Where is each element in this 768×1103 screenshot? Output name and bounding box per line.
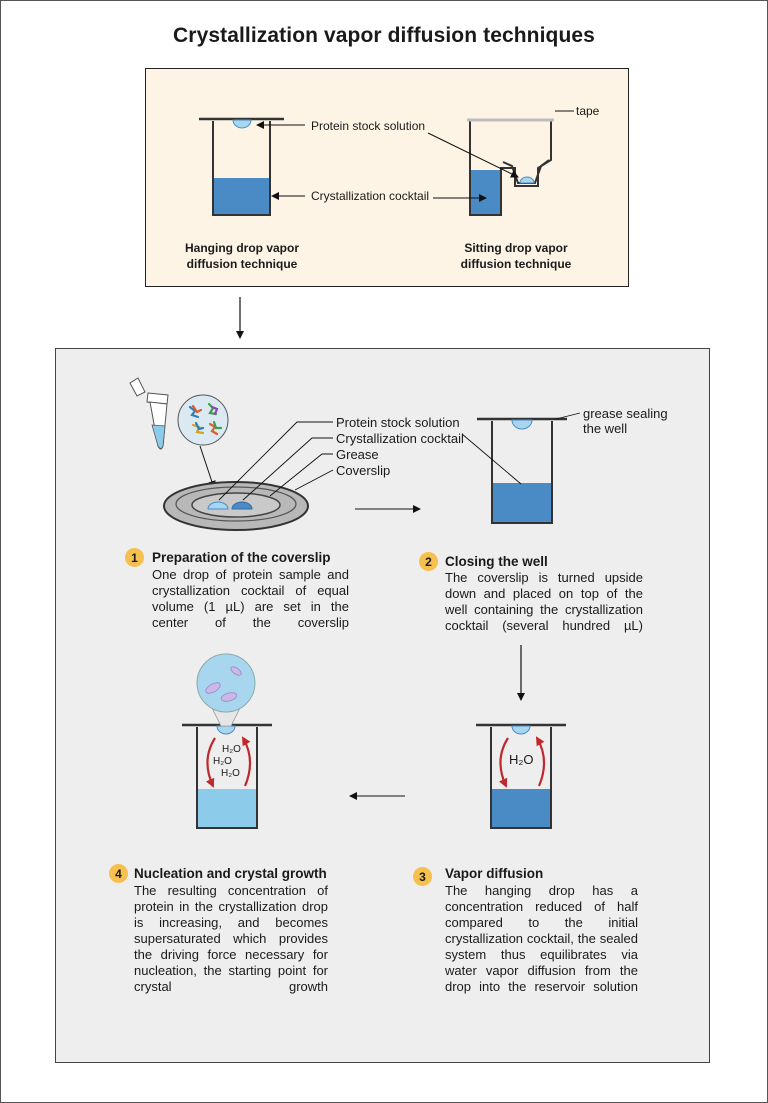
step1-label-cocktail: Crystallization cocktail: [336, 431, 464, 446]
hanging-drop-well-icon: [199, 117, 284, 216]
step1-label-coverslip: Coverslip: [336, 463, 391, 478]
step1-badge: 1: [125, 548, 144, 567]
label-protein-stock-solution: Protein stock solution: [311, 119, 426, 133]
step2-body: The coverslip is turned upside down and …: [445, 570, 643, 633]
nucleation-well-icon: [182, 723, 272, 829]
procedure-panel: [55, 348, 710, 1063]
vapor-diffusion-well-icon: [476, 723, 566, 829]
step4-h2o-label-2: H₂O: [213, 756, 232, 767]
step3-h2o-label: H₂O: [509, 752, 534, 767]
step4-body: The resulting concentration of protein i…: [134, 883, 328, 994]
step3-heading: Vapor diffusion: [445, 866, 544, 881]
step1-label-grease: Grease: [336, 447, 379, 462]
label-crystallization-cocktail: Crystallization cocktail: [311, 189, 430, 203]
caption-hanging-drop: Hanging drop vapor diffusion technique: [185, 241, 299, 271]
step3-body: The hanging drop has a concentration red…: [445, 883, 638, 994]
crystal-magnifier-icon: [196, 653, 256, 727]
page-title: Crystallization vapor diffusion techniqu…: [173, 24, 595, 47]
step4-h2o-label-3: H₂O: [221, 768, 240, 779]
techniques-overview-panel: [145, 68, 629, 287]
protein-magnifier-icon: [177, 394, 229, 446]
sitting-drop-well-icon: [467, 118, 554, 216]
step2-heading: Closing the well: [445, 554, 548, 569]
step4-h2o-label-1: H₂O: [222, 744, 241, 755]
step1-label-protein: Protein stock solution: [336, 415, 460, 430]
step1-heading: Preparation of the coverslip: [152, 550, 331, 565]
step2-badge: 2: [419, 552, 438, 571]
step3-badge: 3: [413, 867, 432, 886]
label-tape: tape: [576, 104, 600, 118]
caption-sitting-drop: Sitting drop vapor diffusion technique: [460, 241, 572, 271]
step4-badge: 4: [109, 864, 128, 883]
step4-heading: Nucleation and crystal growth: [134, 866, 327, 881]
microtube-icon: [129, 377, 169, 450]
coverslip-icon: [163, 481, 309, 531]
step1-body: One drop of protein sample and crystalli…: [152, 567, 349, 630]
step2-label-grease-sealing: grease sealing the well: [583, 406, 668, 436]
closed-well-icon: [477, 417, 567, 524]
